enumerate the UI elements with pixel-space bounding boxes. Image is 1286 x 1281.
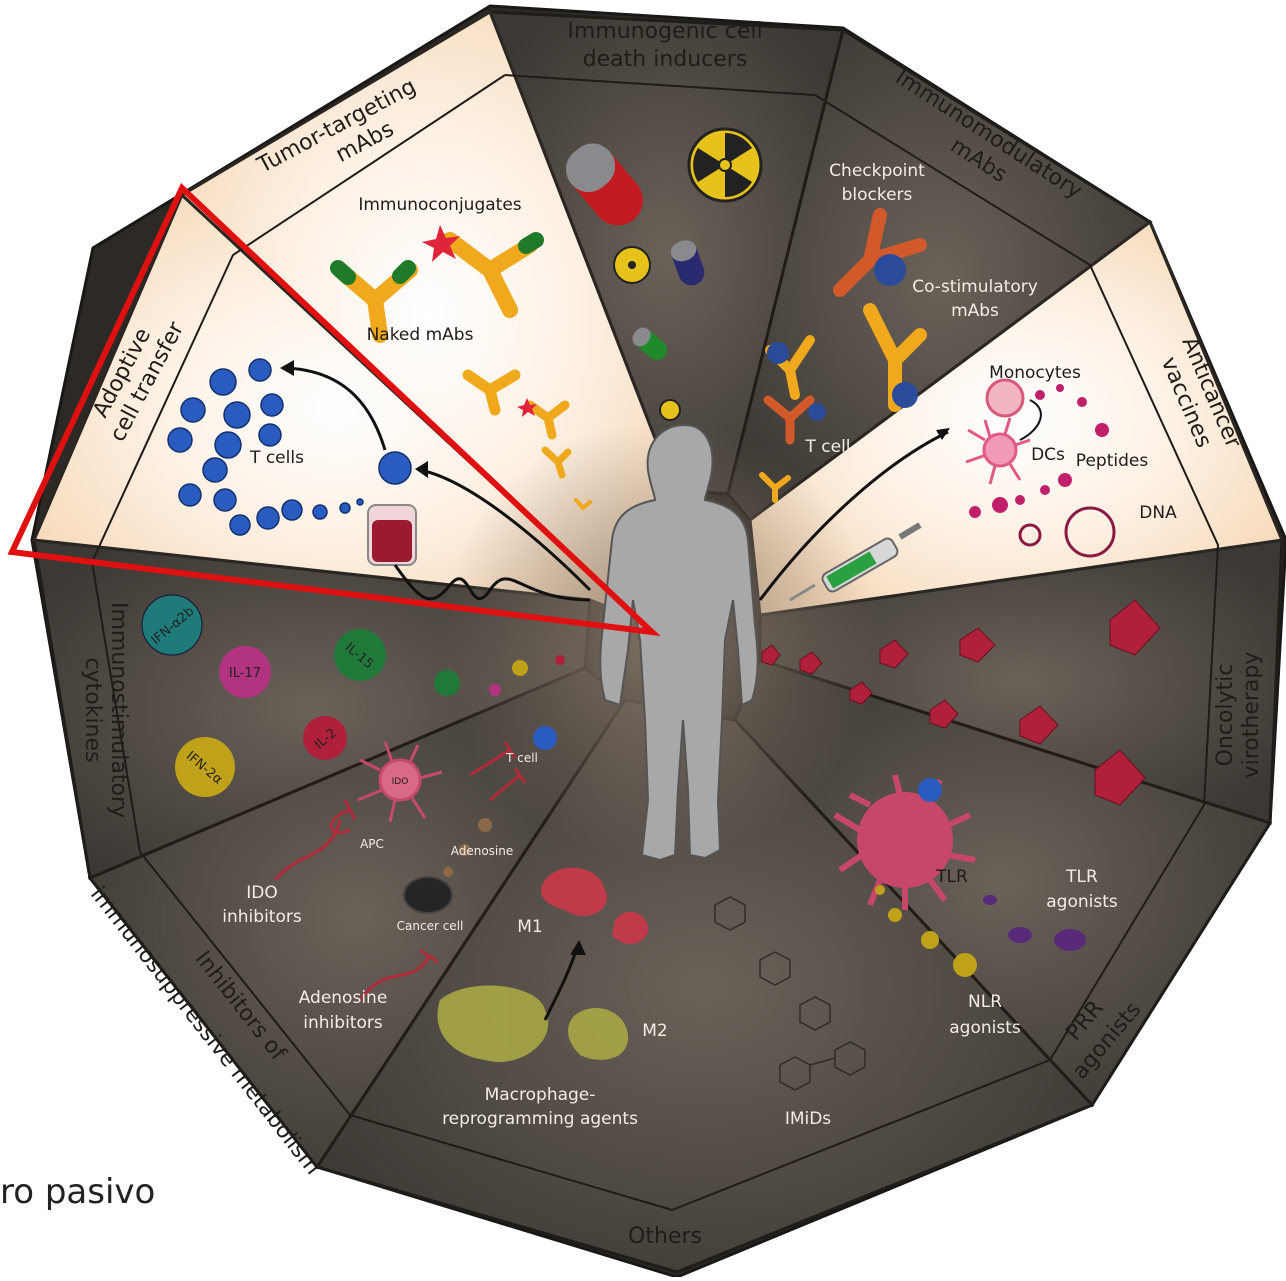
radiation-icon [660, 400, 680, 420]
sector-label-icd-1: Immunogenic cell [567, 19, 762, 44]
label-macro-2: reprogramming agents [442, 1109, 638, 1129]
label-ido: IDO [392, 777, 409, 787]
sector-label-onco-1: Oncolytic [1213, 664, 1238, 767]
label-apc: APC [360, 837, 384, 851]
label-dcs: DCs [1031, 445, 1065, 465]
label-adenosine: Adenosine [451, 844, 514, 858]
sector-label-cyto-1: Immunostimulatory [106, 602, 131, 818]
cytokine-small [555, 655, 565, 665]
label-monocytes: Monocytes [989, 363, 1081, 383]
tcell-icon [918, 778, 942, 802]
label-macro-1: Macrophage- [485, 1085, 596, 1105]
label-m2: M2 [642, 1021, 667, 1041]
label-tlr: TLR [935, 867, 968, 887]
label-checkpoint-2: blockers [842, 185, 913, 205]
label-tcell-mab: T cell [804, 437, 850, 457]
label-peptides: Peptides [1076, 451, 1149, 471]
label-aden-inhib-1: Adenosine [299, 988, 388, 1008]
tcell-icon [533, 726, 557, 750]
label-costim-2: mAbs [951, 301, 999, 321]
label-tlr-ag-1: TLR [1065, 867, 1098, 887]
label-cancer-cell: Cancer cell [397, 919, 464, 933]
sector-label-others: Others [628, 1224, 702, 1249]
label-naked-mabs: Naked mAbs [367, 325, 474, 345]
label-m1: M1 [517, 917, 542, 937]
sector-label-icd-2: death inducers [583, 47, 748, 72]
label-imids: IMiDs [785, 1109, 831, 1129]
monocyte-icon [987, 380, 1023, 416]
radiation-icon [614, 247, 650, 283]
label-il17: IL-17 [229, 666, 261, 681]
label-nlr-ag-2: agonists [949, 1018, 1021, 1038]
cytokine-small [512, 660, 528, 676]
slide-caption: ro pasivo [0, 1172, 155, 1212]
cytokine-small [489, 684, 501, 696]
cancer-cell-icon [404, 877, 452, 913]
label-ido-inhib-2: inhibitors [222, 907, 302, 927]
blood-bag-icon [368, 505, 416, 565]
cytokine-small [434, 670, 460, 696]
label-dna: DNA [1139, 503, 1177, 523]
sector-label-cyto-2: cytokines [80, 658, 105, 763]
radiation-icon [689, 129, 761, 201]
label-tlr-ag-2: agonists [1046, 892, 1118, 912]
label-costim-1: Co-stimulatory [912, 277, 1038, 297]
sector-label-onco-2: virotherapy [1239, 652, 1264, 779]
label-tcell-inhib: T cell [505, 751, 538, 765]
label-nlr-ag-1: NLR [968, 992, 1002, 1012]
label-checkpoint-1: Checkpoint [829, 161, 925, 181]
label-immunoconjugates: Immunoconjugates [358, 195, 521, 215]
label-ido-inhib-1: IDO [246, 883, 278, 903]
label-tcells-act: T cells [249, 448, 304, 468]
label-aden-inhib-2: inhibitors [303, 1013, 383, 1033]
